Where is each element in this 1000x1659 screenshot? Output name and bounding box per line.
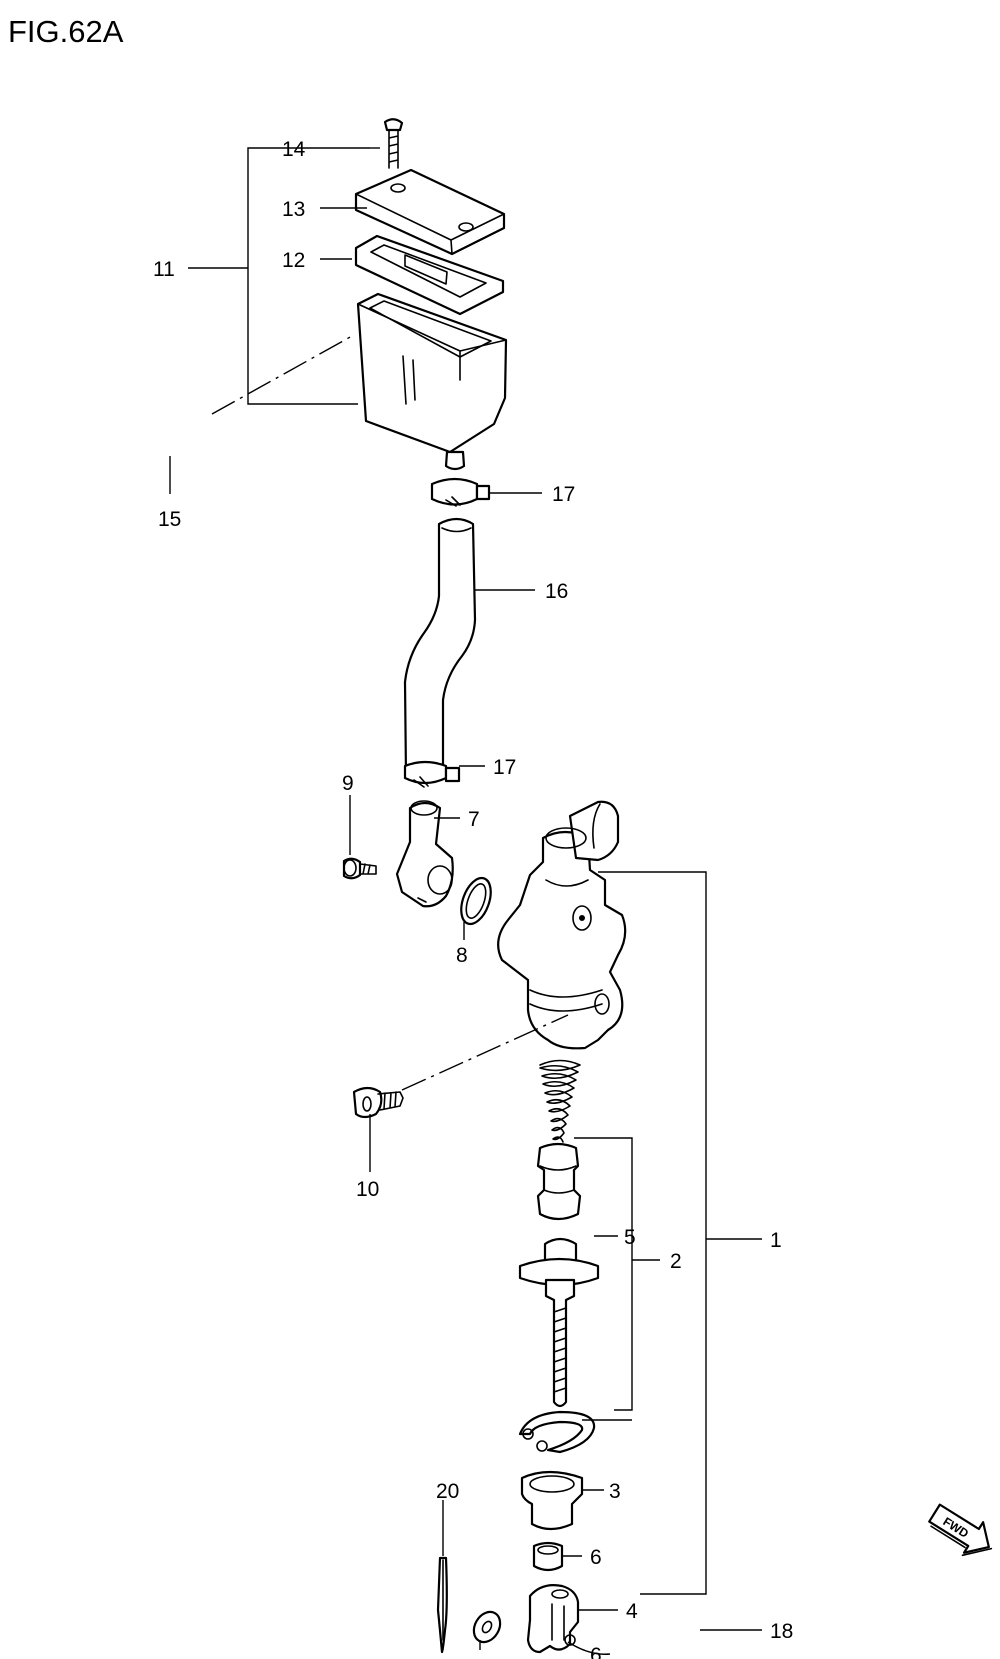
piston-pushrod: [518, 1237, 600, 1408]
primary-cup: [536, 1142, 582, 1221]
callout-17-lower: 17: [493, 756, 516, 779]
callout-12: 12: [282, 249, 305, 272]
upper-lock-nut: [532, 1541, 564, 1572]
callout-16: 16: [545, 580, 568, 603]
callout-18: 18: [770, 1620, 793, 1643]
reservoir-bolt-centerline: [211, 335, 353, 415]
body-mounting-bolt: [352, 1086, 404, 1119]
pushrod-boot: [520, 1470, 584, 1531]
upper-hose-clamp: [430, 477, 491, 507]
brake-hose: [403, 517, 477, 783]
callout-leaders: [169, 147, 762, 1655]
callout-20: 20: [436, 1480, 459, 1503]
callout-6-upper: 6: [590, 1546, 602, 1569]
reservoir-diaphragm: [354, 234, 505, 316]
callout-1: 1: [770, 1229, 782, 1252]
callout-7: 7: [468, 808, 480, 831]
return-spring: [539, 1059, 581, 1143]
inlet-fitting: [395, 800, 454, 908]
master-cylinder-body: [497, 800, 627, 1050]
callout-17-upper: 17: [552, 483, 575, 506]
callout-15: 15: [158, 508, 181, 531]
callout-11: 11: [153, 258, 175, 281]
callout-8: 8: [456, 944, 468, 967]
callout-2: 2: [670, 1250, 682, 1273]
callout-4: 4: [626, 1600, 638, 1623]
o-ring: [460, 876, 492, 926]
fwd-arrow-icon: FWD: [928, 1503, 993, 1557]
lower-hose-clamp: [403, 760, 461, 788]
callout-9: 9: [342, 772, 354, 795]
fitting-bolt: [342, 857, 377, 880]
callout-5: 5: [624, 1226, 636, 1249]
cotter-pin: [436, 1556, 448, 1654]
callout-6-lower: 6: [590, 1644, 602, 1659]
callout-14: 14: [282, 138, 306, 161]
callout-10: 10: [356, 1178, 379, 1201]
callout-13: 13: [282, 198, 305, 221]
reservoir-cap: [354, 168, 506, 256]
snap-ring: [518, 1410, 596, 1454]
rod-joint: [526, 1584, 580, 1654]
callout-3: 3: [609, 1480, 621, 1503]
washer: [472, 1610, 502, 1644]
figure-title: FIG.62A: [8, 14, 124, 49]
reservoir-tank: [356, 292, 508, 471]
reservoir-screw: [383, 118, 404, 169]
body-bolt-centerline: [401, 1014, 569, 1091]
